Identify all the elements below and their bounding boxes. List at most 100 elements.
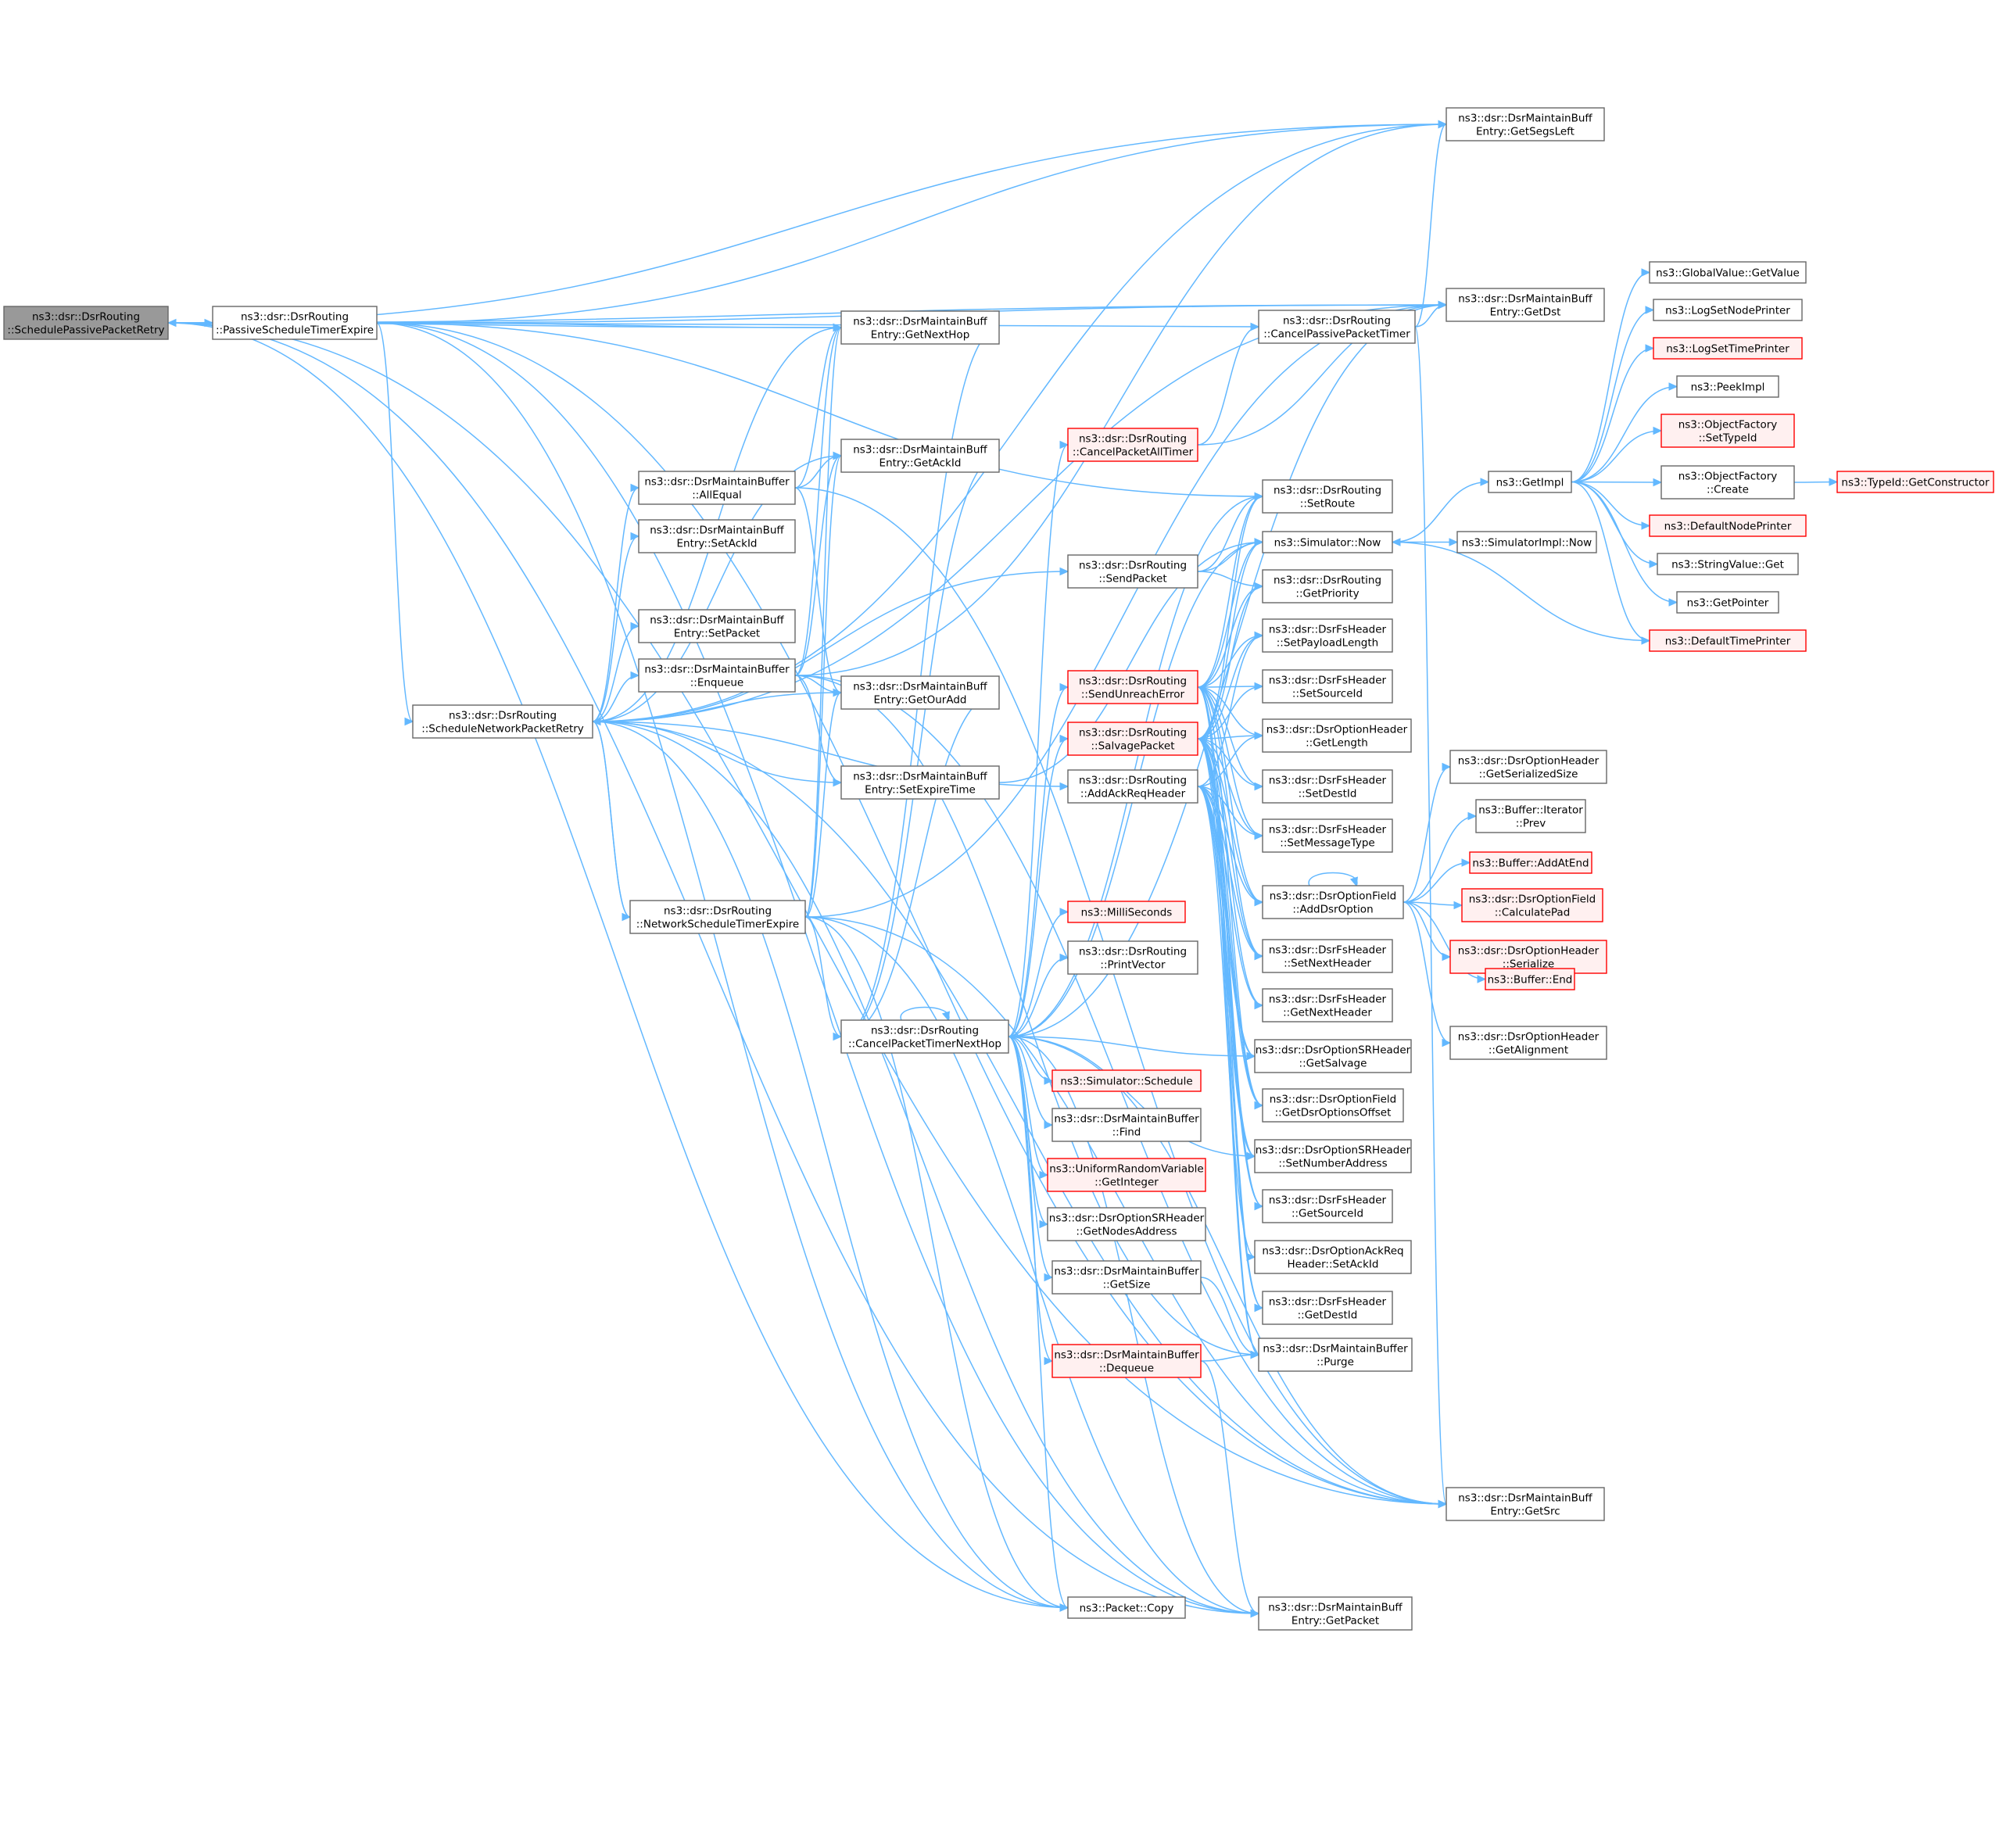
edge-salvage-to-simNow [1197,541,1263,740]
node-getSegsLeft[interactable]: ns3::dsr::DsrMaintainBuffEntry::GetSegsL… [1446,107,1605,141]
node-label: ::GetLength [1306,737,1368,750]
node-setNumberAddress[interactable]: ns3::dsr::DsrOptionSRHeader::SetNumberAd… [1254,1139,1412,1173]
node-sendPacket[interactable]: ns3::dsr::DsrRouting::SendPacket [1067,554,1198,589]
node-logSetTimePrinter[interactable]: ns3::LogSetTimePrinter [1653,337,1803,360]
node-label: ::Purge [1317,1356,1354,1369]
node-root[interactable]: ns3::dsr::DsrRouting::SchedulePassivePac… [3,306,169,340]
node-getPriority[interactable]: ns3::dsr::DsrRouting::GetPriority [1262,569,1393,603]
node-label: ns3::Simulator::Now [1274,537,1381,550]
node-enqueue[interactable]: ns3::dsr::DsrMaintainBuffer::Enqueue [638,658,796,693]
node-calculatePad[interactable]: ns3::dsr::DsrOptionField::CalculatePad [1461,888,1603,922]
node-getConstructor[interactable]: ns3::TypeId::GetConstructor [1836,471,1994,493]
node-peekImpl[interactable]: ns3::PeekImpl [1676,375,1779,398]
node-label: ns3::dsr::DsrMaintainBuff [1458,113,1592,125]
node-getInteger[interactable]: ns3::UniformRandomVariable::GetInteger [1047,1158,1206,1192]
node-label: ns3::dsr::DsrFsHeader [1269,944,1387,957]
node-cancelAllTimer[interactable]: ns3::dsr::DsrRouting::CancelPacketAllTim… [1067,428,1198,462]
edge-arrowhead [1254,1202,1264,1211]
node-cancelPassive[interactable]: ns3::dsr::DsrRouting::CancelPassivePacke… [1258,310,1416,344]
node-label: ::SetNumberAddress [1278,1158,1387,1170]
node-box [1262,718,1412,753]
node-serialize[interactable]: ns3::dsr::DsrOptionHeader::Serialize [1449,940,1607,974]
node-ofCreate[interactable]: ns3::ObjectFactory::Create [1660,465,1795,500]
node-ackReqSetAckId[interactable]: ns3::dsr::DsrOptionAckReqHeader::SetAckI… [1254,1240,1412,1274]
edge-arrowhead [1442,1038,1452,1048]
node-getAlignment[interactable]: ns3::dsr::DsrOptionHeader::GetAlignment [1449,1026,1607,1060]
node-box [1475,799,1586,833]
node-schedNet[interactable]: ns3::dsr::DsrRouting::ScheduleNetworkPac… [412,704,593,739]
node-bufferEnd[interactable]: ns3::Buffer::End [1485,968,1575,990]
node-setPayloadLength[interactable]: ns3::dsr::DsrFsHeader::SetPayloadLength [1262,618,1393,653]
node-stringValueGet[interactable]: ns3::StringValue::Get [1657,553,1799,575]
node-simSchedule[interactable]: ns3::Simulator::Schedule [1051,1069,1202,1092]
node-find[interactable]: ns3::dsr::DsrMaintainBuffer::Find [1051,1108,1202,1142]
node-box [1258,1596,1413,1631]
node-logSetNodePrinter[interactable]: ns3::LogSetNodePrinter [1653,299,1803,321]
node-getOurAdd[interactable]: ns3::dsr::DsrMaintainBuffEntry::GetOurAd… [840,675,1000,710]
node-salvage[interactable]: ns3::dsr::DsrRouting::SalvagePacket [1067,722,1198,756]
edge-addAckReq-to-getDestId [1197,786,1263,1309]
node-simNow[interactable]: ns3::Simulator::Now [1262,531,1393,553]
node-milliSeconds[interactable]: ns3::MilliSeconds [1067,901,1186,923]
node-getSalvage[interactable]: ns3::dsr::DsrOptionSRHeader::GetSalvage [1254,1039,1412,1073]
node-addAckReq[interactable]: ns3::dsr::DsrRouting::AddAckReqHeader [1067,769,1198,804]
node-getSize[interactable]: ns3::dsr::DsrMaintainBuffer::GetSize [1051,1260,1202,1295]
node-setExpireTime[interactable]: ns3::dsr::DsrMaintainBuffEntry::SetExpir… [840,765,1000,800]
node-getDestId[interactable]: ns3::dsr::DsrFsHeader::GetDestId [1262,1291,1393,1325]
edge-arrowhead [1453,901,1463,910]
node-getSourceId[interactable]: ns3::dsr::DsrFsHeader::GetSourceId [1262,1189,1393,1223]
node-setRoute[interactable]: ns3::dsr::DsrRouting::SetRoute [1262,479,1393,514]
edge-schedNet-to-getOurAdd [592,692,842,722]
edge-arrowhead [1254,1001,1264,1010]
node-getNodesAddress[interactable]: ns3::dsr::DsrOptionSRHeader::GetNodesAdd… [1047,1207,1206,1241]
node-globalGetValue[interactable]: ns3::GlobalValue::GetValue [1649,261,1807,284]
node-getPointer[interactable]: ns3::GetPointer [1676,591,1779,614]
node-defaultTimePrinter[interactable]: ns3::DefaultTimePrinter [1649,629,1807,652]
node-cancelPktTimerNH[interactable]: ns3::dsr::DsrRouting::CancelPacketTimerN… [840,1019,1009,1054]
node-ofSetTypeId[interactable]: ns3::ObjectFactory::SetTypeId [1660,414,1795,448]
node-label: ns3::dsr::DsrMaintainBuff [853,444,987,457]
node-getNextHop[interactable]: ns3::dsr::DsrMaintainBuffEntry::GetNextH… [840,310,1000,345]
node-purge[interactable]: ns3::dsr::DsrMaintainBuffer::Purge [1258,1338,1413,1372]
node-setNextHeader[interactable]: ns3::dsr::DsrFsHeader::SetNextHeader [1262,939,1393,973]
node-setDestId[interactable]: ns3::dsr::DsrFsHeader::SetDestId [1262,769,1393,804]
node-iterPrev[interactable]: ns3::Buffer::Iterator::Prev [1475,799,1586,833]
edge-dequeue-to-getPacket [1200,1360,1259,1614]
node-getLength[interactable]: ns3::dsr::DsrOptionHeader::GetLength [1262,718,1412,753]
edge-sendUnreach-to-setRoute [1197,496,1263,688]
node-setSourceId[interactable]: ns3::dsr::DsrFsHeader::SetSourceId [1262,669,1393,704]
node-label: ::GetSourceId [1291,1208,1363,1220]
edge-schedNet-to-sendPacket [592,571,1069,722]
edge-arrowhead [1059,734,1069,743]
node-printVector[interactable]: ns3::dsr::DsrRouting::PrintVector [1067,940,1198,975]
node-dequeue[interactable]: ns3::dsr::DsrMaintainBuffer::Dequeue [1051,1344,1202,1378]
node-netExpire[interactable]: ns3::dsr::DsrRouting::NetworkScheduleTim… [629,900,806,934]
node-getImpl[interactable]: ns3::GetImpl [1488,471,1572,493]
node-label: Entry::GetAckId [879,457,962,470]
node-getDsrOptionsOffset[interactable]: ns3::dsr::DsrOptionField::GetDsrOptionsO… [1262,1088,1404,1123]
node-box [412,704,593,739]
node-setPacket[interactable]: ns3::dsr::DsrMaintainBuffEntry::SetPacke… [638,609,796,643]
edge-arrowhead [1480,478,1490,486]
node-label: Entry::GetOurAdd [874,694,967,707]
node-addAtEnd[interactable]: ns3::Buffer::AddAtEnd [1469,851,1592,874]
node-setMessageType[interactable]: ns3::dsr::DsrFsHeader::SetMessageType [1262,818,1393,853]
node-passiveExpire[interactable]: ns3::dsr::DsrRouting::PassiveScheduleTim… [212,306,378,340]
node-getNextHeader[interactable]: ns3::dsr::DsrFsHeader::GetNextHeader [1262,988,1393,1022]
node-getSerializedSize[interactable]: ns3::dsr::DsrOptionHeader::GetSerialized… [1449,750,1607,784]
edge-arrowhead [1254,492,1264,501]
node-allEqual[interactable]: ns3::dsr::DsrMaintainBuffer::AllEqual [638,471,796,505]
node-defaultNodePrinter[interactable]: ns3::DefaultNodePrinter [1649,514,1807,537]
node-addDsrOption[interactable]: ns3::dsr::DsrOptionField::AddDsrOption [1262,885,1404,919]
node-packetCopy[interactable]: ns3::Packet::Copy [1067,1596,1186,1619]
node-label: ::Prev [1516,818,1546,830]
node-simImplNow[interactable]: ns3::SimulatorImpl::Now [1456,531,1597,553]
node-getPacket[interactable]: ns3::dsr::DsrMaintainBuffEntry::GetPacke… [1258,1596,1413,1631]
edge-netExpire-to-packetCopy [804,916,1069,1609]
node-box [1262,669,1393,704]
node-sendUnreach[interactable]: ns3::dsr::DsrRouting::SendUnreachError [1067,670,1198,704]
